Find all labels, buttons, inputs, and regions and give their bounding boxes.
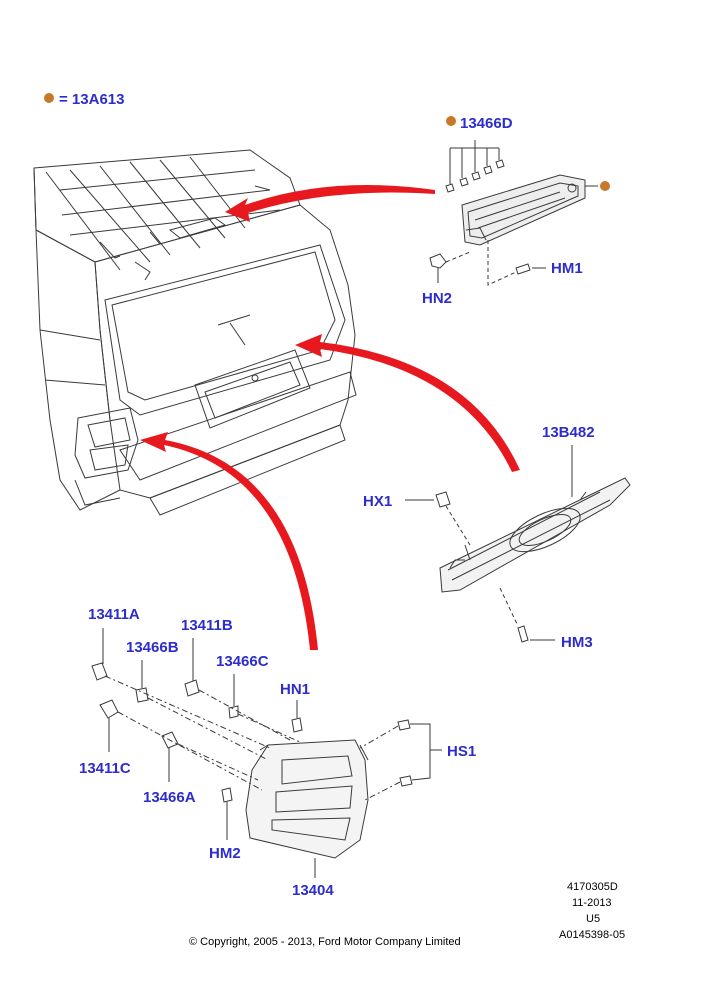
meta-line-4: A0145398-05 bbox=[559, 929, 625, 941]
tail-lamp-assembly bbox=[245, 739, 369, 859]
label-13B482: 13B482 bbox=[542, 424, 595, 441]
label-13466B: 13466B bbox=[126, 639, 179, 656]
sockets-and-bulbs bbox=[91, 628, 442, 878]
label-13411C: 13411C bbox=[79, 760, 131, 777]
copyright: © Copyright, 2005 - 2013, Ford Motor Com… bbox=[189, 936, 461, 948]
high-mount-stop-lamp bbox=[461, 174, 586, 246]
clip-HX1 bbox=[405, 491, 471, 546]
label-13404: 13404 bbox=[292, 882, 334, 899]
meta-line-3: U5 bbox=[586, 913, 600, 925]
label-HX1: HX1 bbox=[363, 493, 392, 510]
clip-HN2 bbox=[429, 251, 471, 283]
meta-line-2: 11-2013 bbox=[572, 897, 612, 909]
screw-HM1 bbox=[487, 240, 546, 286]
marker-13A613-lamp bbox=[600, 181, 610, 191]
legend-marker bbox=[44, 93, 54, 103]
vehicle-rear-outline bbox=[33, 149, 357, 516]
label-HM3: HM3 bbox=[561, 634, 593, 651]
label-HN2: HN2 bbox=[422, 290, 452, 307]
marker-13A613-top bbox=[446, 116, 456, 126]
label-HM2: HM2 bbox=[209, 845, 241, 862]
meta-line-1: 4170305D bbox=[567, 881, 618, 893]
label-13466A: 13466A bbox=[143, 789, 196, 806]
label-13466C: 13466C bbox=[216, 653, 269, 670]
label-HS1: HS1 bbox=[447, 743, 476, 760]
label-13411A: 13411A bbox=[88, 606, 140, 623]
licence-plate-lamp-assembly bbox=[439, 477, 631, 593]
label-HN1: HN1 bbox=[280, 681, 310, 698]
red-arrows bbox=[140, 185, 520, 650]
screw-HM3 bbox=[499, 587, 555, 643]
legend-text: = 13A613 bbox=[59, 91, 124, 108]
label-13466D: 13466D bbox=[460, 115, 513, 132]
label-HM1: HM1 bbox=[551, 260, 583, 277]
label-13411B: 13411B bbox=[181, 617, 233, 634]
bulbs-13466D bbox=[445, 140, 505, 193]
